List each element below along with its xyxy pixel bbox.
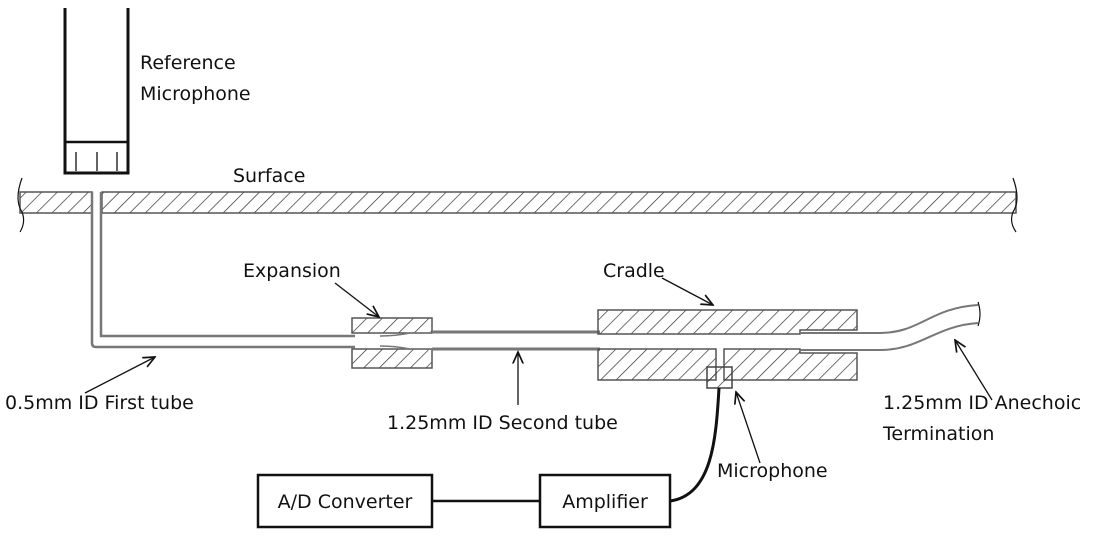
reference-microphone <box>63 8 130 175</box>
first-tube <box>90 192 355 349</box>
microphone-sensor <box>706 366 733 389</box>
anechoic-label-1: 1.25mm ID Anechoic <box>883 392 1081 414</box>
amplifier-label: Amplifier <box>562 491 648 513</box>
second-tube <box>432 330 600 351</box>
first-tube-label: 0.5mm ID First tube <box>5 392 194 414</box>
reference-label-2: Microphone <box>140 83 251 105</box>
expansion-block <box>351 317 433 369</box>
microphone-label: Microphone <box>717 460 828 482</box>
cradle-block <box>597 309 858 389</box>
ad-converter-label: A/D Converter <box>278 491 413 513</box>
anechoic-termination-tube <box>800 301 981 351</box>
surface-plate <box>17 177 1018 233</box>
ad-converter-block: A/D Converter <box>256 473 434 529</box>
surface-label: Surface <box>233 165 305 187</box>
anechoic-label-2: Termination <box>882 423 994 445</box>
second-tube-label: 1.25mm ID Second tube <box>387 412 618 434</box>
leader-arrows <box>84 277 993 464</box>
cradle-label: Cradle <box>603 260 665 282</box>
expansion-label: Expansion <box>243 260 341 282</box>
microphone-cable <box>669 387 721 503</box>
amplifier-block: Amplifier <box>538 473 672 529</box>
reference-label-1: Reference <box>140 52 236 74</box>
